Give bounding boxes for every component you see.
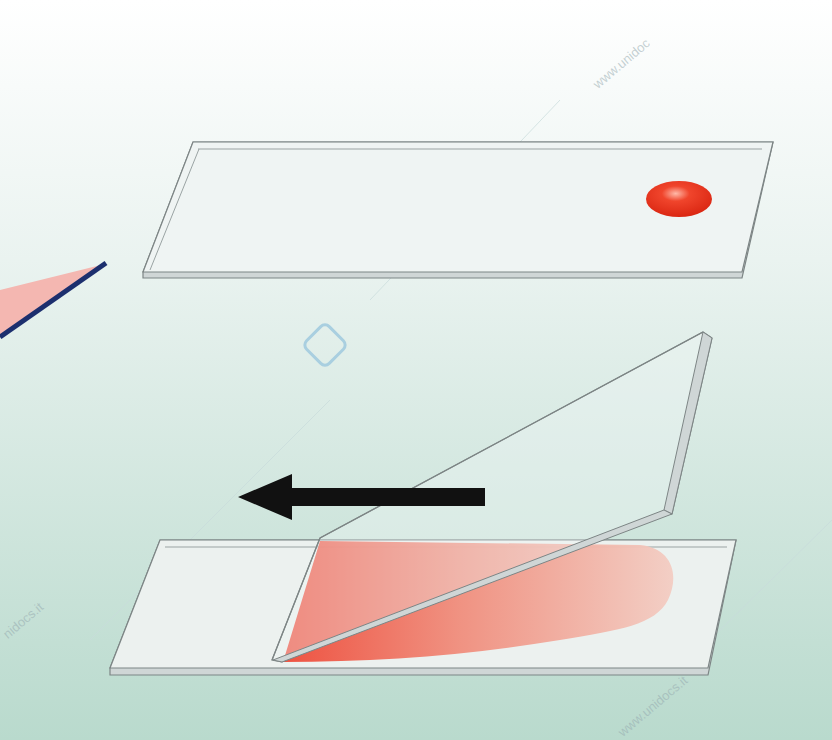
direction-arrow [238,474,485,520]
glass-slide [143,142,773,278]
lancet [0,263,106,337]
watermark-logo [302,322,347,367]
blood-drop [646,181,712,217]
